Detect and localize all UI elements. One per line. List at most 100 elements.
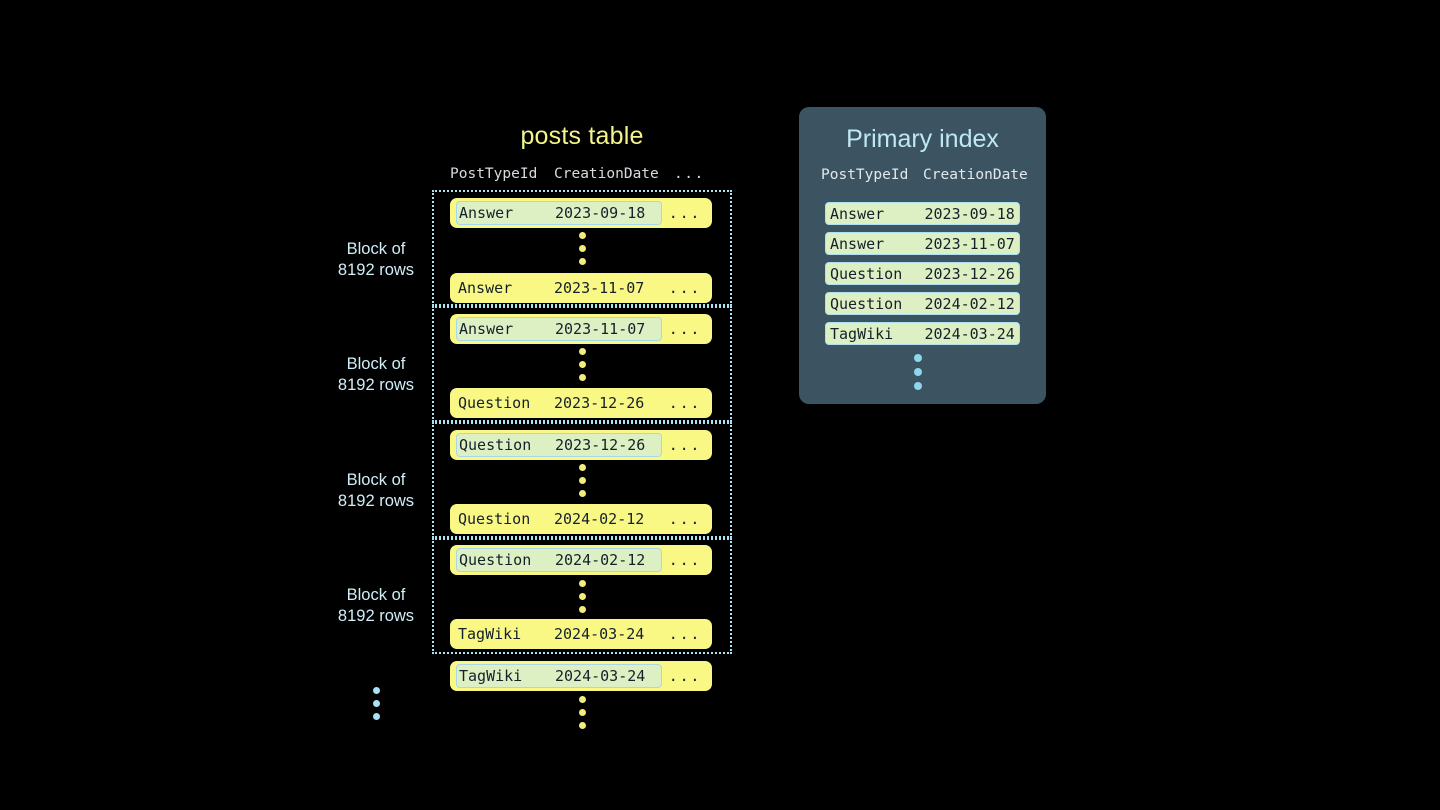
cell-posttypeid: Answer	[459, 320, 514, 338]
dot	[578, 464, 586, 471]
pi-column-header-posttypeid: PostTypeId	[821, 167, 909, 183]
table-row[interactable]: Question 2023-12-26 ...	[450, 430, 712, 460]
block-label-4: Block of 8192 rows	[296, 585, 456, 627]
block-label-2: Block of 8192 rows	[296, 354, 456, 396]
cell-creationdate: 2023-12-26	[555, 436, 646, 454]
index-row[interactable]: Answer 2023-11-07	[825, 232, 1020, 255]
cell-creationdate: 2024-02-12	[554, 510, 645, 528]
row-ellipsis-dots	[577, 348, 587, 381]
cell-creationdate: 2024-03-24	[555, 667, 646, 685]
dot	[372, 700, 380, 707]
dot	[578, 361, 586, 368]
dot	[578, 258, 586, 265]
posts-table-title: posts table	[520, 122, 644, 150]
cell-posttypeid: Answer	[458, 279, 513, 297]
cell-posttypeid: TagWiki	[459, 667, 523, 685]
cell-posttypeid: TagWiki	[830, 324, 894, 343]
cell-posttypeid: Question	[459, 436, 532, 454]
primary-index-column-headers: PostTypeId CreationDate	[821, 167, 1028, 183]
primary-index-title: Primary index	[846, 125, 999, 153]
cell-ellipsis: ...	[668, 279, 702, 297]
block-label-2-line1: Block of	[346, 355, 406, 373]
cell-ellipsis: ...	[668, 320, 702, 338]
table-row[interactable]: Answer 2023-11-07 ...	[450, 273, 712, 303]
cell-creationdate: 2023-12-26	[554, 394, 645, 412]
cell-creationdate: 2023-11-07	[555, 320, 646, 338]
block-label-2-line2: 8192 rows	[337, 376, 415, 394]
table-row[interactable]: Answer 2023-09-18 ...	[450, 198, 712, 228]
primary-index-rows: Answer 2023-09-18 Answer 2023-11-07 Ques…	[825, 202, 1020, 352]
primary-index-continues-dots	[913, 354, 923, 390]
row-cells: TagWiki 2024-03-24	[456, 622, 660, 646]
cell-creationdate: 2023-09-18	[924, 204, 1015, 223]
table-continues-dots	[577, 696, 587, 729]
cell-posttypeid: TagWiki	[458, 625, 522, 643]
block-label-1: Block of 8192 rows	[296, 239, 456, 281]
cell-posttypeid: Question	[458, 394, 531, 412]
row-ellipsis-dots	[577, 464, 587, 497]
index-row[interactable]: Answer 2023-09-18	[825, 202, 1020, 225]
dot	[578, 374, 586, 381]
block-label-1-line2: 8192 rows	[337, 261, 415, 279]
pi-column-header-creationdate: CreationDate	[923, 167, 1028, 183]
column-header-creationdate: CreationDate	[554, 166, 659, 182]
table-row[interactable]: Question 2024-02-12 ...	[450, 545, 712, 575]
dot	[578, 232, 586, 239]
cell-creationdate: 2024-02-12	[924, 294, 1015, 313]
table-row[interactable]: TagWiki 2024-03-24 ...	[450, 619, 712, 649]
table-row-trailing[interactable]: TagWiki 2024-03-24 ...	[450, 661, 712, 691]
dot	[578, 580, 586, 587]
primary-index-panel: Primary index PostTypeId CreationDate An…	[799, 107, 1046, 404]
blocks-continue-dots	[371, 687, 381, 720]
dot	[372, 687, 380, 694]
row-cells: Question 2024-02-12	[456, 507, 660, 531]
row-cells: Question 2023-12-26	[456, 391, 660, 415]
cell-ellipsis: ...	[668, 551, 702, 569]
cell-creationdate: 2024-03-24	[924, 324, 1015, 343]
block-frame-3	[432, 422, 732, 538]
cell-posttypeid: Answer	[830, 234, 885, 253]
cell-posttypeid: Question	[459, 551, 532, 569]
posts-table-column-headers: PostTypeId CreationDate ...	[450, 166, 714, 182]
index-row[interactable]: Question 2024-02-12	[825, 292, 1020, 315]
cell-creationdate: 2024-03-24	[554, 625, 645, 643]
dot	[578, 490, 586, 497]
cell-ellipsis: ...	[668, 394, 702, 412]
dot	[578, 709, 586, 716]
block-label-3: Block of 8192 rows	[296, 470, 456, 512]
cell-ellipsis: ...	[668, 625, 702, 643]
block-frame-2	[432, 306, 732, 422]
cell-creationdate: 2023-11-07	[924, 234, 1015, 253]
index-row[interactable]: Question 2023-12-26	[825, 262, 1020, 285]
block-label-4-line1: Block of	[346, 586, 406, 604]
cell-posttypeid: Question	[458, 510, 531, 528]
block-frame-4	[432, 538, 732, 654]
dot	[578, 593, 586, 600]
dot	[578, 606, 586, 613]
cell-creationdate: 2023-09-18	[555, 204, 646, 222]
dot	[578, 722, 586, 729]
cell-ellipsis: ...	[668, 667, 702, 685]
block-label-1-line1: Block of	[346, 240, 406, 258]
dot	[578, 696, 586, 703]
dot	[578, 245, 586, 252]
row-highlight-box: Question 2024-02-12	[456, 548, 662, 572]
column-header-ellipsis: ...	[674, 166, 705, 182]
block-label-3-line2: 8192 rows	[337, 492, 415, 510]
cell-ellipsis: ...	[668, 204, 702, 222]
dot	[578, 477, 586, 484]
table-row[interactable]: Question 2024-02-12 ...	[450, 504, 712, 534]
cell-posttypeid: Answer	[459, 204, 514, 222]
cell-posttypeid: Question	[830, 264, 903, 283]
row-highlight-box: Answer 2023-11-07	[456, 317, 662, 341]
cell-ellipsis: ...	[668, 510, 702, 528]
cell-creationdate: 2023-12-26	[924, 264, 1015, 283]
table-row[interactable]: Answer 2023-11-07 ...	[450, 314, 712, 344]
block-label-4-line2: 8192 rows	[337, 607, 415, 625]
index-row[interactable]: TagWiki 2024-03-24	[825, 322, 1020, 345]
block-label-3-line1: Block of	[346, 471, 406, 489]
row-highlight-box: Answer 2023-09-18	[456, 201, 662, 225]
table-row[interactable]: Question 2023-12-26 ...	[450, 388, 712, 418]
dot	[914, 382, 922, 390]
row-ellipsis-dots	[577, 232, 587, 265]
